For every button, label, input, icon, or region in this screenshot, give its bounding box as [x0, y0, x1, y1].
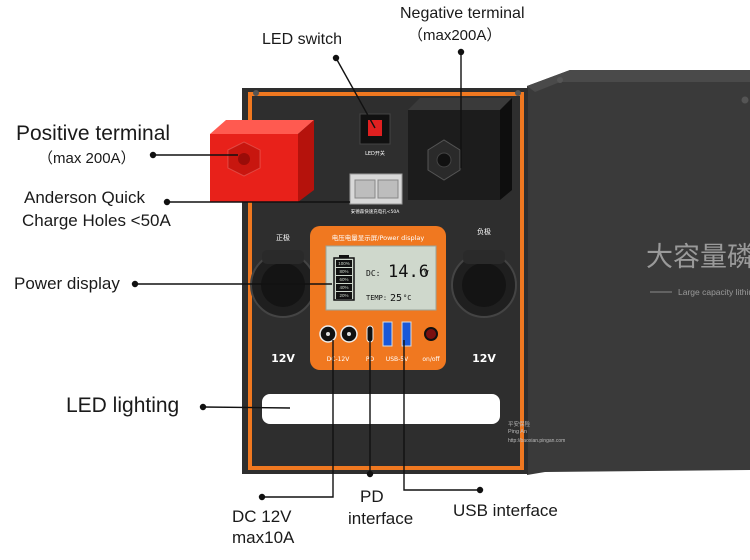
positive-terminal	[210, 120, 314, 202]
temp-unit: °C	[403, 294, 411, 302]
brand-url: http://baoxian.pingan.com	[508, 438, 565, 444]
callout-anderson-line2: Charge Holes <50A	[22, 211, 171, 230]
callout-pd-line2: interface	[348, 509, 414, 528]
right-socket-caption: 负极	[477, 227, 491, 236]
negative-terminal	[408, 98, 512, 200]
dc-label: DC:	[366, 269, 380, 278]
callout-negative-terminal: Negative terminal	[400, 5, 525, 22]
port-usb-label: USB-5V	[386, 356, 409, 363]
callout-positive-terminal: Positive terminal	[16, 122, 171, 145]
usb-ports	[382, 321, 412, 347]
panel-header: 电压电量显示屏/Power display	[332, 233, 425, 242]
callout-negative-rating: （max200A）	[408, 27, 502, 44]
led-switch-caption: LED开关	[365, 150, 385, 157]
left-socket-voltage: 12V	[271, 352, 295, 365]
callout-led-switch: LED switch	[262, 31, 343, 48]
right-socket-voltage: 12V	[472, 352, 496, 365]
callout-power-display: Power display	[14, 274, 120, 293]
level-40: 40%	[339, 285, 348, 290]
battery-side-face	[527, 70, 750, 475]
temp-label: TEMP:	[366, 294, 387, 302]
callout-lines	[131, 48, 484, 501]
temp-value: 25	[390, 293, 402, 304]
orange-trim	[248, 92, 524, 470]
level-80: 80%	[339, 269, 348, 274]
brand-line1: 平安保险	[508, 420, 531, 428]
callout-dc12v-line2: max10A	[232, 528, 295, 547]
callout-led-lighting: LED lighting	[66, 394, 180, 417]
port-onoff-label: on/off	[422, 356, 440, 363]
callout-dc12v-line1: DC 12V	[232, 507, 292, 526]
led-light-strip	[262, 394, 500, 424]
power-button	[424, 327, 438, 341]
callout-usb-interface: USB interface	[453, 501, 558, 520]
side-title: 大容量磷酸	[646, 242, 750, 273]
dc-value: 14.6	[388, 262, 429, 282]
callout-pd-line1: PD	[360, 487, 384, 506]
dc-12v-ports	[319, 325, 358, 343]
anderson-connector	[349, 173, 403, 205]
right-12v-socket	[451, 250, 517, 318]
left-socket-caption: 正极	[276, 233, 290, 242]
level-100: 100%	[338, 261, 350, 266]
side-subtitle: Large capacity lithium	[678, 287, 750, 297]
left-12v-socket	[250, 250, 316, 318]
dc-unit: V	[424, 269, 429, 278]
callout-positive-rating: （max 200A）	[38, 150, 136, 167]
anderson-caption: 安德森快速充电孔<50A	[351, 208, 400, 215]
level-20: 20%	[339, 293, 348, 298]
callout-anderson-line1: Anderson Quick	[24, 188, 145, 207]
port-dc12v-label: DC-12V	[327, 356, 351, 363]
level-60: 60%	[339, 277, 348, 282]
led-switch	[359, 113, 391, 145]
brand-line2: Ping An	[508, 429, 527, 435]
